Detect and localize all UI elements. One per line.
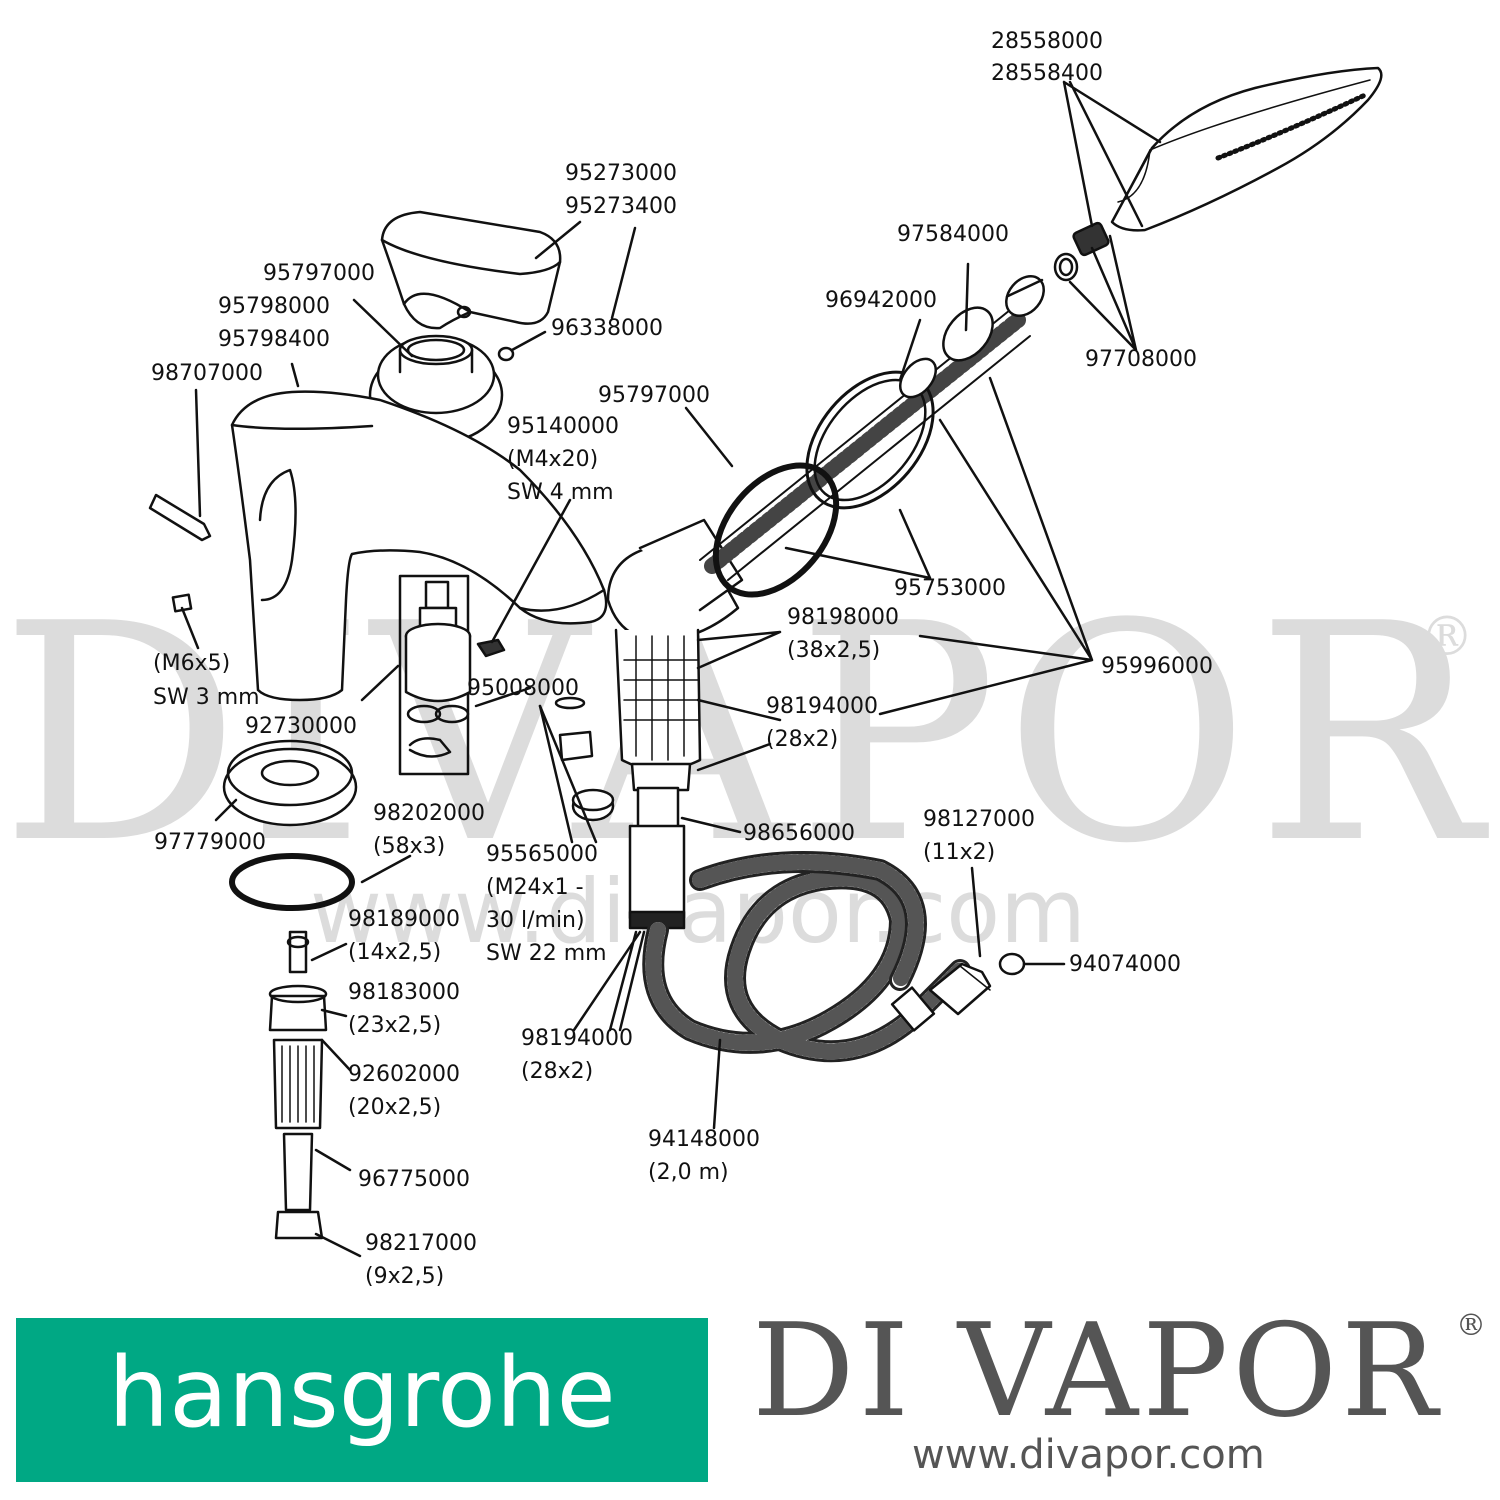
part-number-label: 94074000 [1069, 952, 1181, 977]
cartridge-part [398, 574, 472, 776]
part-number-label: 98217000 [365, 1231, 477, 1256]
divapor-url: www.divapor.com [912, 1432, 1265, 1478]
part-number-label: 28558400 [991, 61, 1103, 86]
watermark-registered-mark: ® [1420, 605, 1474, 668]
part-spec-label: (38x2,5) [787, 638, 881, 663]
mixer-body-part [230, 390, 608, 702]
part-number-label: 98707000 [151, 361, 263, 386]
part-number-label: 95753000 [894, 576, 1006, 601]
part-spec-label: (M24x1 - [486, 875, 584, 900]
part-spec-label: SW 4 mm [507, 480, 614, 505]
check-valve-part [628, 786, 686, 930]
guide-ring-part [712, 462, 840, 598]
hose-guide-part [606, 518, 744, 792]
part-number-label: 95797000 [598, 383, 710, 408]
part-number-label: 95273400 [565, 194, 677, 219]
divapor-logo: DI VAPOR [752, 1297, 1442, 1446]
part-number-label: 95798000 [218, 294, 330, 319]
hose-end-fitting-part [890, 952, 1026, 1032]
part-number-label: 95996000 [1101, 654, 1213, 679]
part-spec-label: (58x3) [373, 834, 446, 859]
part-number-label: 95797000 [263, 261, 375, 286]
lever-handle-part [380, 210, 562, 330]
base-ring-part [222, 747, 358, 827]
part-number-label: 98127000 [923, 807, 1035, 832]
part-number-label: 95008000 [467, 676, 579, 701]
diagram-line-art [148, 66, 1383, 1258]
part-number-label: 95140000 [507, 414, 619, 439]
part-spec-label: (14x2,5) [348, 940, 442, 965]
part-number-label: 96338000 [551, 316, 663, 341]
part-number-label: 98183000 [348, 980, 460, 1005]
part-number-label: 94148000 [648, 1127, 760, 1152]
o-ring-part [229, 853, 355, 911]
part-number-label: 28558000 [991, 29, 1103, 54]
part-spec-label: (M6x5) [153, 651, 231, 676]
part-number-label: 97708000 [1085, 347, 1197, 372]
part-number-label: 98198000 [787, 605, 899, 630]
hansgrohe-logo: hansgrohe [16, 1318, 708, 1482]
coiled-hose-part [642, 851, 971, 1063]
part-number-label: 96942000 [825, 288, 937, 313]
part-number-label: 92730000 [245, 714, 357, 739]
part-number-label: 98656000 [743, 821, 855, 846]
part-spec-label: (28x2) [766, 727, 839, 752]
part-number-label: 96775000 [358, 1167, 470, 1192]
part-number-label: 92602000 [348, 1062, 460, 1087]
part-spec-label: 30 l/min) [486, 908, 585, 933]
part-number-label: 98194000 [766, 694, 878, 719]
hand-shower-part [1110, 66, 1383, 232]
part-spec-label: (9x2,5) [365, 1264, 445, 1289]
part-spec-label: (28x2) [521, 1059, 594, 1084]
part-spec-label: (M4x20) [507, 447, 599, 472]
part-spec-label: SW 3 mm [153, 685, 260, 710]
diverter-spindle-part [268, 930, 328, 1240]
part-number-label: 97779000 [154, 830, 266, 855]
part-spec-label: (20x2,5) [348, 1095, 442, 1120]
part-spec-label: (23x2,5) [348, 1013, 442, 1038]
part-spec-label: SW 22 mm [486, 941, 607, 966]
part-spec-label: (2,0 m) [648, 1160, 729, 1185]
cover-flange-part [368, 334, 504, 445]
part-number-label: 98194000 [521, 1026, 633, 1051]
part-spec-label: (11x2) [923, 840, 996, 865]
part-number-label: 95273000 [565, 161, 677, 186]
part-number-label: 98202000 [373, 801, 485, 826]
brand-name: hansgrohe [108, 1337, 616, 1449]
part-number-label: 97584000 [897, 222, 1009, 247]
part-number-label: 95565000 [486, 842, 598, 867]
part-number-label: 95798400 [218, 327, 330, 352]
hose-connector-part [1053, 221, 1110, 282]
grub-screw-part [497, 346, 515, 362]
watermark-logo: DIVAPOR [0, 560, 1488, 909]
registered-mark: ® [1456, 1308, 1486, 1343]
part-number-label: 98189000 [348, 907, 460, 932]
